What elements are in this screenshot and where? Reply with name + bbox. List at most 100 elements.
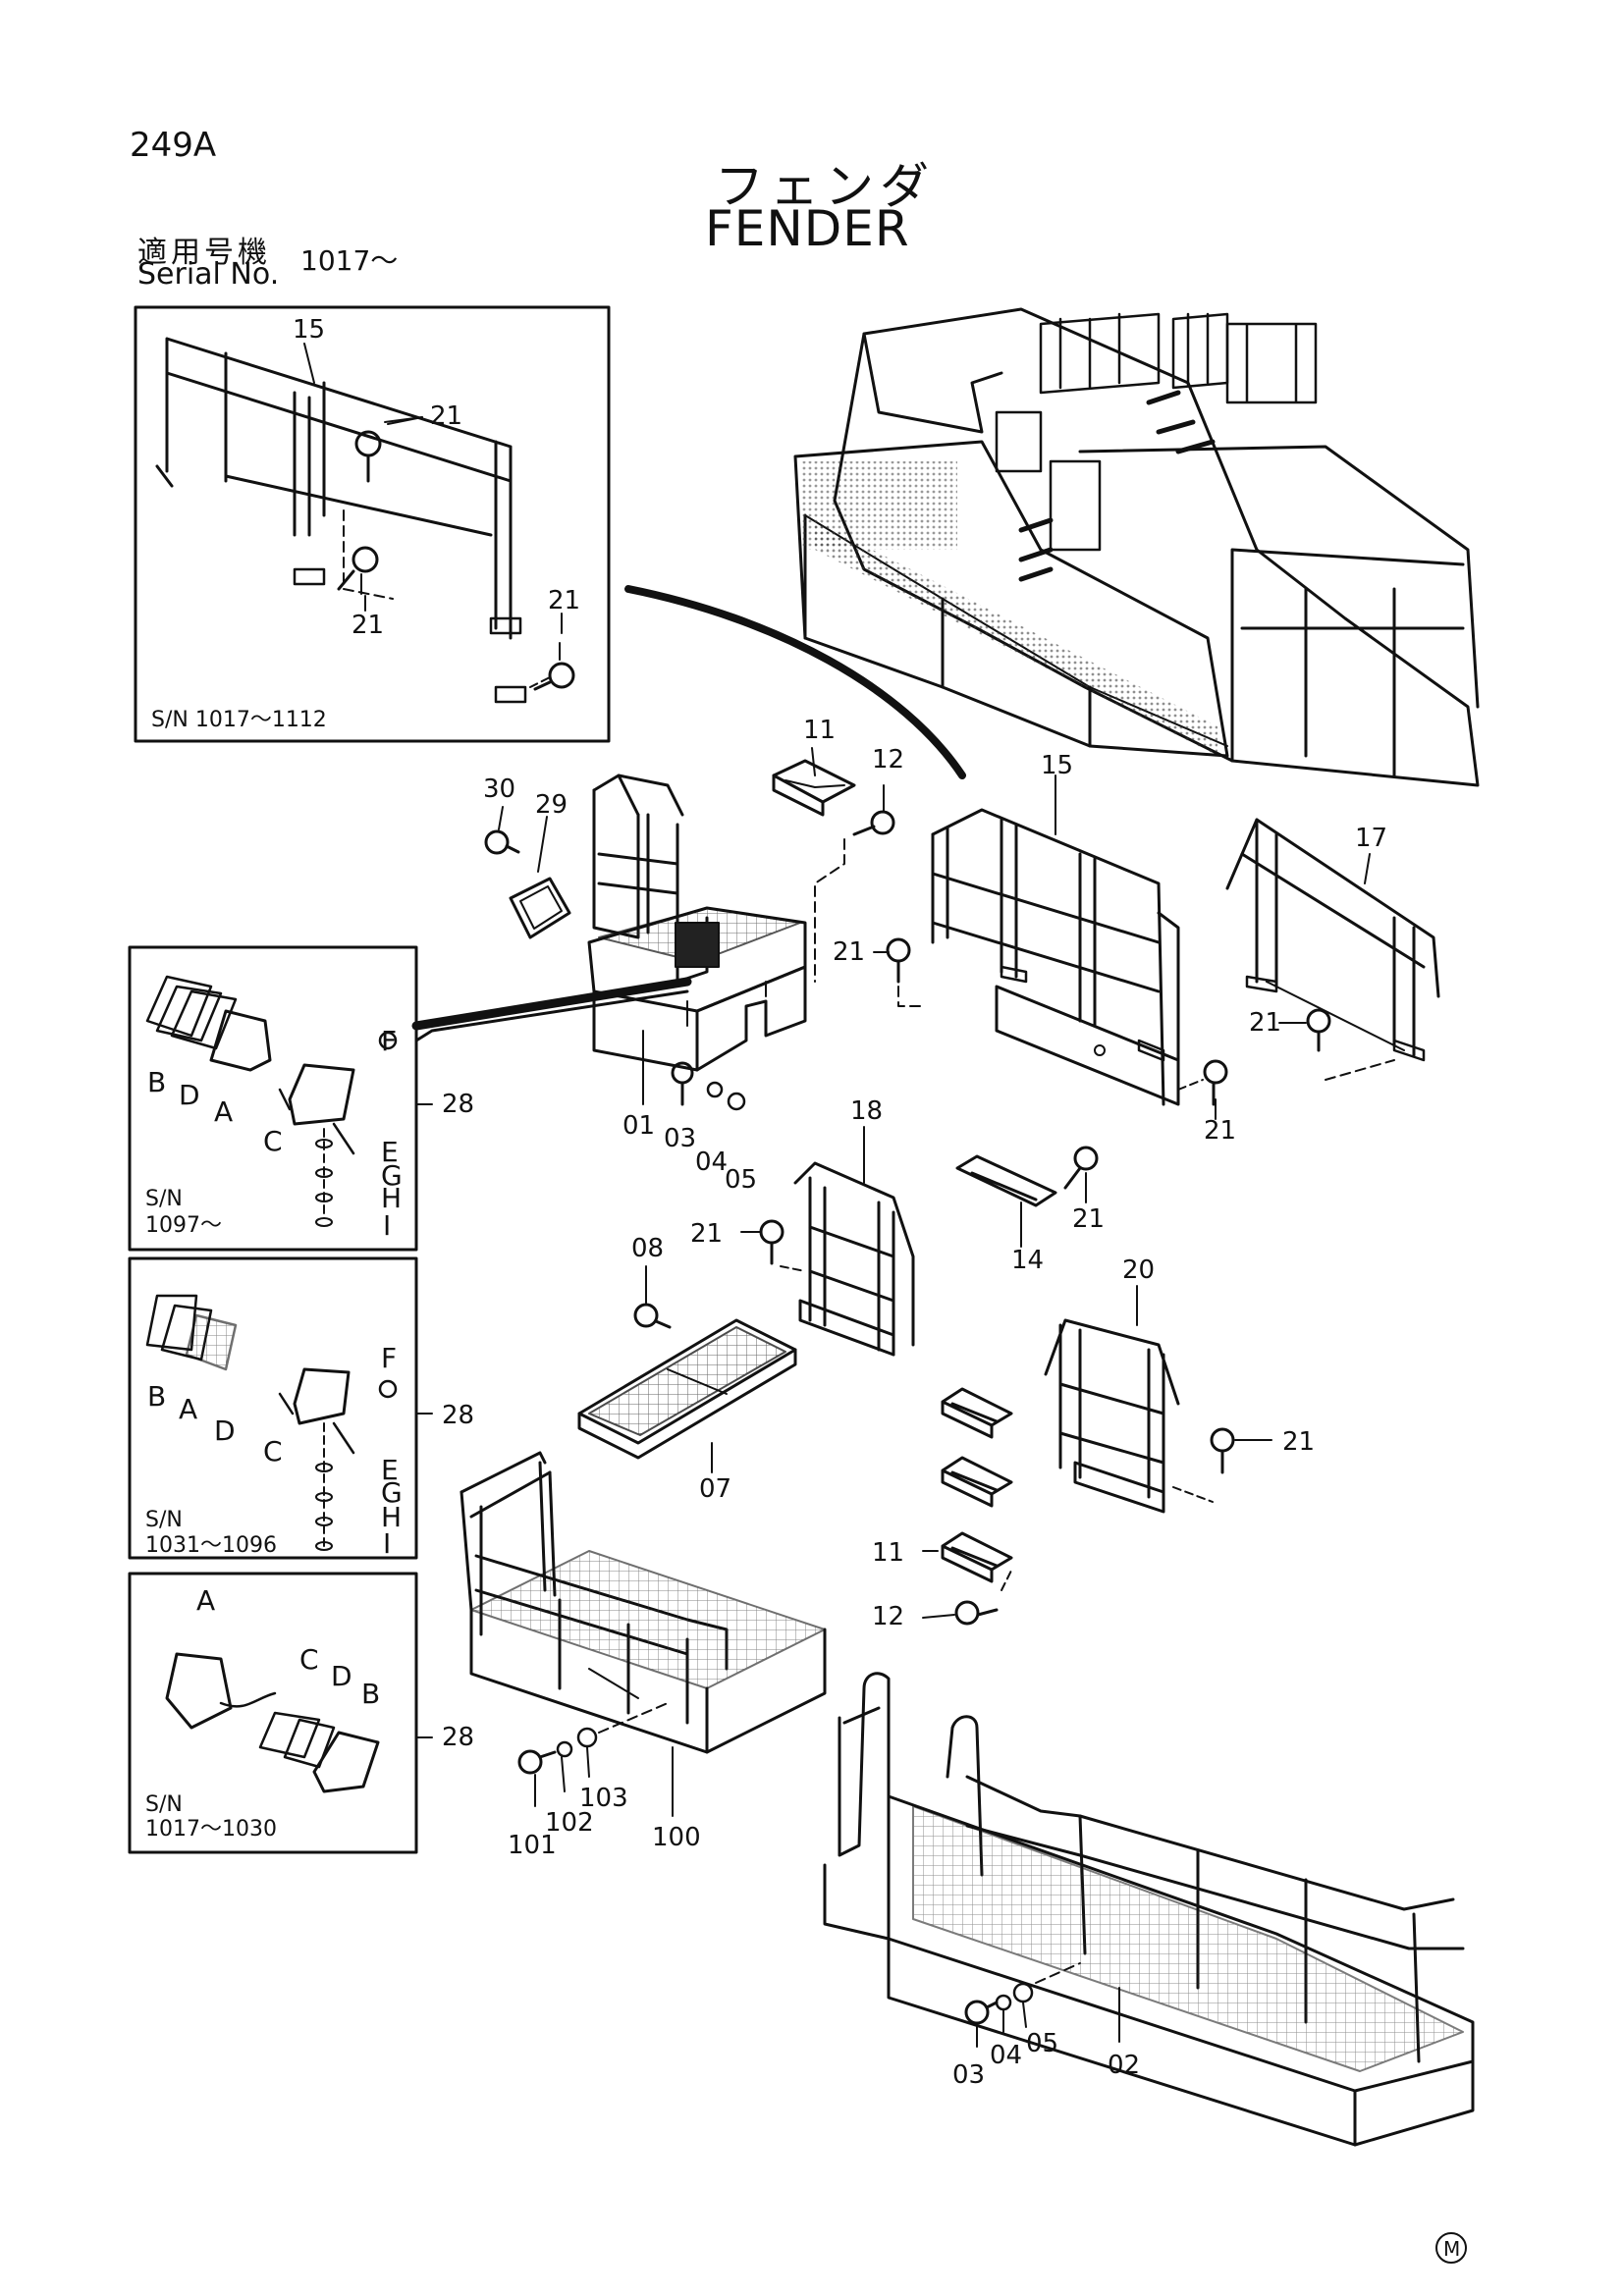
part-01-platform <box>587 774 807 1072</box>
part-label-21-e: 21 <box>1072 1204 1105 1234</box>
part-label-21-c: 21 <box>1204 1116 1236 1146</box>
callout-leaders <box>303 343 1371 2048</box>
part-label-21-a: 21 <box>833 937 865 967</box>
part-label-21-f: 21 <box>1282 1427 1315 1457</box>
part-21-bolt-d <box>759 1219 806 1272</box>
lamp1-letter-b: B <box>147 1066 166 1098</box>
lamp2-letter-e: E <box>381 1454 399 1486</box>
lamp2-letter-h: H <box>381 1501 402 1533</box>
part-label-101: 101 <box>508 1831 557 1860</box>
part-15-handrail <box>931 808 1180 1106</box>
inset-lamp-1-frame <box>128 945 689 1252</box>
lamp2-letter-a: A <box>179 1393 197 1425</box>
lamp2-serial-line1: S/N <box>145 1508 183 1532</box>
lamp3-callout-28: 28 <box>442 1723 474 1752</box>
lamp2-letter-g: G <box>381 1476 403 1509</box>
part-label-100: 100 <box>652 1823 701 1852</box>
lamp1-letter-a: A <box>214 1095 233 1128</box>
lamp3-serial-line2: 1017～1030 <box>145 1817 277 1842</box>
lamp1-serial-line1: S/N <box>145 1187 183 1211</box>
lamp1-letter-d: D <box>179 1079 200 1111</box>
part-label-17: 17 <box>1355 824 1387 853</box>
lamp2-letter-f: F <box>381 1342 397 1374</box>
leader-to-lamp <box>411 977 692 1031</box>
part-21-bolt-a <box>886 937 924 1007</box>
part-21-bolt-b <box>1177 1059 1228 1106</box>
lamp3-letter-c: C <box>299 1643 319 1676</box>
part-label-02: 02 <box>1108 2051 1140 2080</box>
part-label-05-upper: 05 <box>725 1165 757 1195</box>
title-english: FENDER <box>705 200 910 257</box>
inset-top-label-21c: 21 <box>548 586 580 615</box>
part-12-bolt-upper <box>852 810 895 836</box>
footer-mark-circle <box>1435 2232 1467 2264</box>
serial-label-english: Serial No. <box>137 257 280 292</box>
part-21-bolt-e <box>1063 1146 1099 1190</box>
title-japanese: フェンダ <box>715 158 935 215</box>
machine-overview-illustration <box>793 307 1480 787</box>
lamp3-letter-d: D <box>331 1660 352 1692</box>
lamp2-letter-c: C <box>263 1435 283 1468</box>
serial-label-japanese: 適用号機 <box>137 236 271 270</box>
hardware-03-04-05-upper <box>671 1061 746 1111</box>
part-label-102: 102 <box>545 1808 594 1838</box>
leader-curve <box>624 585 966 779</box>
inset-top-frame <box>134 305 611 743</box>
part-label-03-upper: 03 <box>664 1124 696 1153</box>
part-14-step-handle <box>955 1154 1057 1207</box>
part-17-handrail <box>1225 818 1440 1062</box>
part-11-clamps-lower <box>941 1387 1013 1583</box>
part-label-21-d: 21 <box>690 1219 723 1249</box>
part-20-handrail <box>1044 1318 1180 1514</box>
page-code: 249A <box>130 126 217 165</box>
part-label-03-lower: 03 <box>952 2060 985 2090</box>
part-label-08: 08 <box>631 1234 664 1263</box>
lamp2-callout-28: 28 <box>442 1401 474 1430</box>
lamp1-letter-h: H <box>381 1182 402 1214</box>
inset-top-label-15: 15 <box>293 315 325 345</box>
lamp1-serial-line2: 1097～ <box>145 1213 222 1238</box>
part-label-11-lower: 11 <box>872 1538 904 1568</box>
part-label-21-b: 21 <box>1249 1008 1281 1038</box>
inset-top-serial: S/N 1017～1112 <box>151 708 327 732</box>
part-label-14: 14 <box>1011 1246 1044 1275</box>
part-label-07: 07 <box>699 1474 731 1504</box>
lamp1-letter-e: E <box>381 1136 399 1168</box>
part-100-step-assembly <box>460 1451 827 1754</box>
lamp1-letter-g: G <box>381 1159 403 1192</box>
part-18-handrail <box>793 1161 915 1357</box>
part-02-stairway <box>823 1672 1475 2147</box>
part-label-15: 15 <box>1041 751 1073 780</box>
inset-top-label-21b: 21 <box>352 611 384 640</box>
lamp3-serial-line1: S/N <box>145 1792 183 1817</box>
lamp3-letter-b: B <box>361 1678 380 1710</box>
inset-lamp-3-frame <box>128 1572 418 1854</box>
footer-mark-letter: M <box>1443 2237 1460 2261</box>
part-label-12-lower: 12 <box>872 1602 904 1631</box>
lamp3-letter-a: A <box>196 1584 215 1617</box>
part-30-bolt <box>484 829 520 855</box>
part-label-05-lower: 05 <box>1026 2029 1058 2058</box>
hardware-03-04-05-lower <box>964 1962 1081 2025</box>
lamp1-letter-c: C <box>263 1125 283 1157</box>
part-29-cover-plate <box>509 877 571 939</box>
part-08-bolt <box>633 1303 672 1329</box>
part-label-04-lower: 04 <box>990 2041 1022 2070</box>
lamp1-letter-f: F <box>381 1025 397 1057</box>
inset-lamp-2-frame <box>128 1256 418 1560</box>
part-label-20: 20 <box>1122 1255 1155 1285</box>
part-label-11-upper: 11 <box>803 716 836 745</box>
part-12-bolt-lower <box>954 1570 1012 1626</box>
part-label-18: 18 <box>850 1096 883 1126</box>
part-21-bolt-f <box>1172 1427 1235 1503</box>
part-label-30: 30 <box>483 774 515 804</box>
lamp1-callout-28: 28 <box>442 1090 474 1119</box>
part-label-29: 29 <box>535 790 568 820</box>
part-21-bolt-c <box>1306 1008 1395 1081</box>
serial-value: 1017～ <box>300 244 399 277</box>
part-label-04-upper: 04 <box>695 1148 728 1177</box>
lamp2-letter-i: I <box>383 1527 391 1560</box>
lamp1-letter-i: I <box>383 1209 391 1242</box>
part-label-12-upper: 12 <box>872 745 904 774</box>
